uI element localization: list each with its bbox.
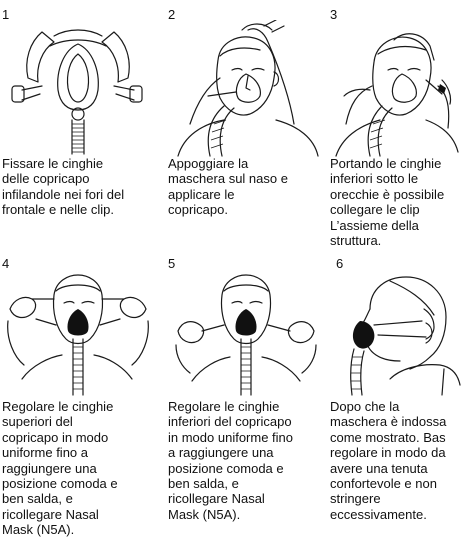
step-2: 2 Appoggiare la maschera sul naso e appl… <box>168 8 323 238</box>
step-instruction: Portando le cinghie inferiori sotto le o… <box>330 156 461 248</box>
step-instruction: Appoggiare la maschera sul naso e applic… <box>168 156 323 218</box>
step-4: 4 Regolare le cinghie superiori del copr… <box>2 257 152 551</box>
person-applying-mask-illustration <box>168 20 323 158</box>
step-instruction: Regolare le cinghie inferiori del copric… <box>168 399 323 522</box>
step-instruction: Regolare le cinghie superiori del copric… <box>2 399 152 538</box>
mask-fitted-profile-illustration <box>330 269 461 397</box>
step-5: 5 Regolare le cinghie inferiori del copr… <box>168 257 323 551</box>
person-attaching-clips-illustration <box>330 20 461 158</box>
step-instruction: Fissare le cinghie delle copricapo infil… <box>2 156 152 218</box>
step-instruction: Dopo che la maschera è indossa come most… <box>330 399 461 522</box>
mask-headgear-illustration <box>2 20 152 156</box>
person-adjusting-lower-straps-illustration <box>168 269 323 397</box>
step-1: 1 Fissare le cinghie delle copricapo inf… <box>2 8 152 238</box>
step-3: 3 Portando le cinghie inferiori sotto le… <box>330 8 461 258</box>
person-adjusting-upper-straps-illustration <box>2 269 152 397</box>
step-6: 6 Dopo che la maschera è indossa come mo… <box>330 257 461 551</box>
